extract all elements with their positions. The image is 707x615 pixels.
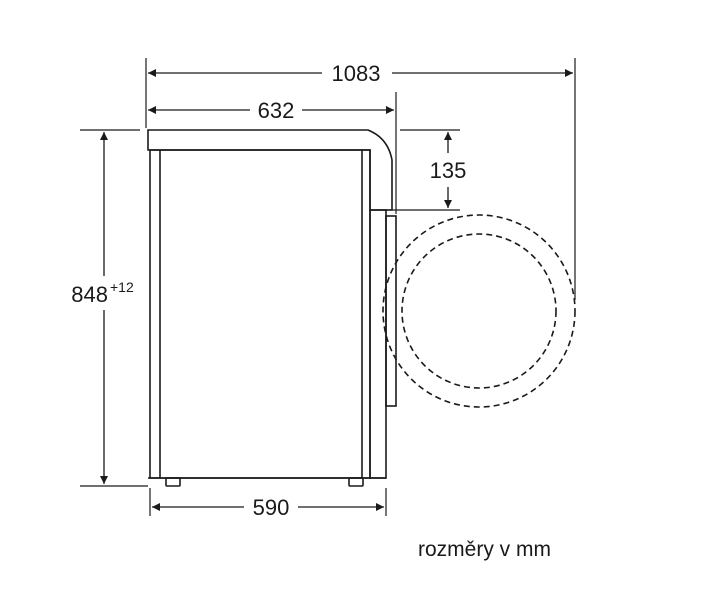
foot-right <box>348 477 364 487</box>
door-inner-circle <box>401 233 557 389</box>
door-outer-circle <box>382 214 576 408</box>
door-swing <box>382 214 576 408</box>
door-offset-label: 135 <box>430 158 467 183</box>
base-depth-label: 590 <box>253 495 290 520</box>
dimension-height: 848 +12 <box>71 132 134 484</box>
machine-outline <box>147 129 397 487</box>
dimension-base-depth: 590 <box>152 495 384 520</box>
machine-body <box>149 149 371 479</box>
units-caption: rozměry v mm <box>418 538 551 561</box>
top-depth-label: 632 <box>258 98 295 123</box>
dimension-top-depth: 632 <box>148 98 394 123</box>
dimension-door-offset: 135 <box>430 132 467 208</box>
height-label: 848 <box>71 282 108 307</box>
height-tolerance-label: +12 <box>110 279 134 295</box>
worktop <box>147 129 393 211</box>
extension-lines <box>80 58 576 516</box>
door-hinge <box>385 215 397 407</box>
dimension-total-depth: 1083 <box>148 61 573 86</box>
foot-left <box>165 477 181 487</box>
total-depth-label: 1083 <box>332 61 381 86</box>
front-panel <box>369 209 387 479</box>
